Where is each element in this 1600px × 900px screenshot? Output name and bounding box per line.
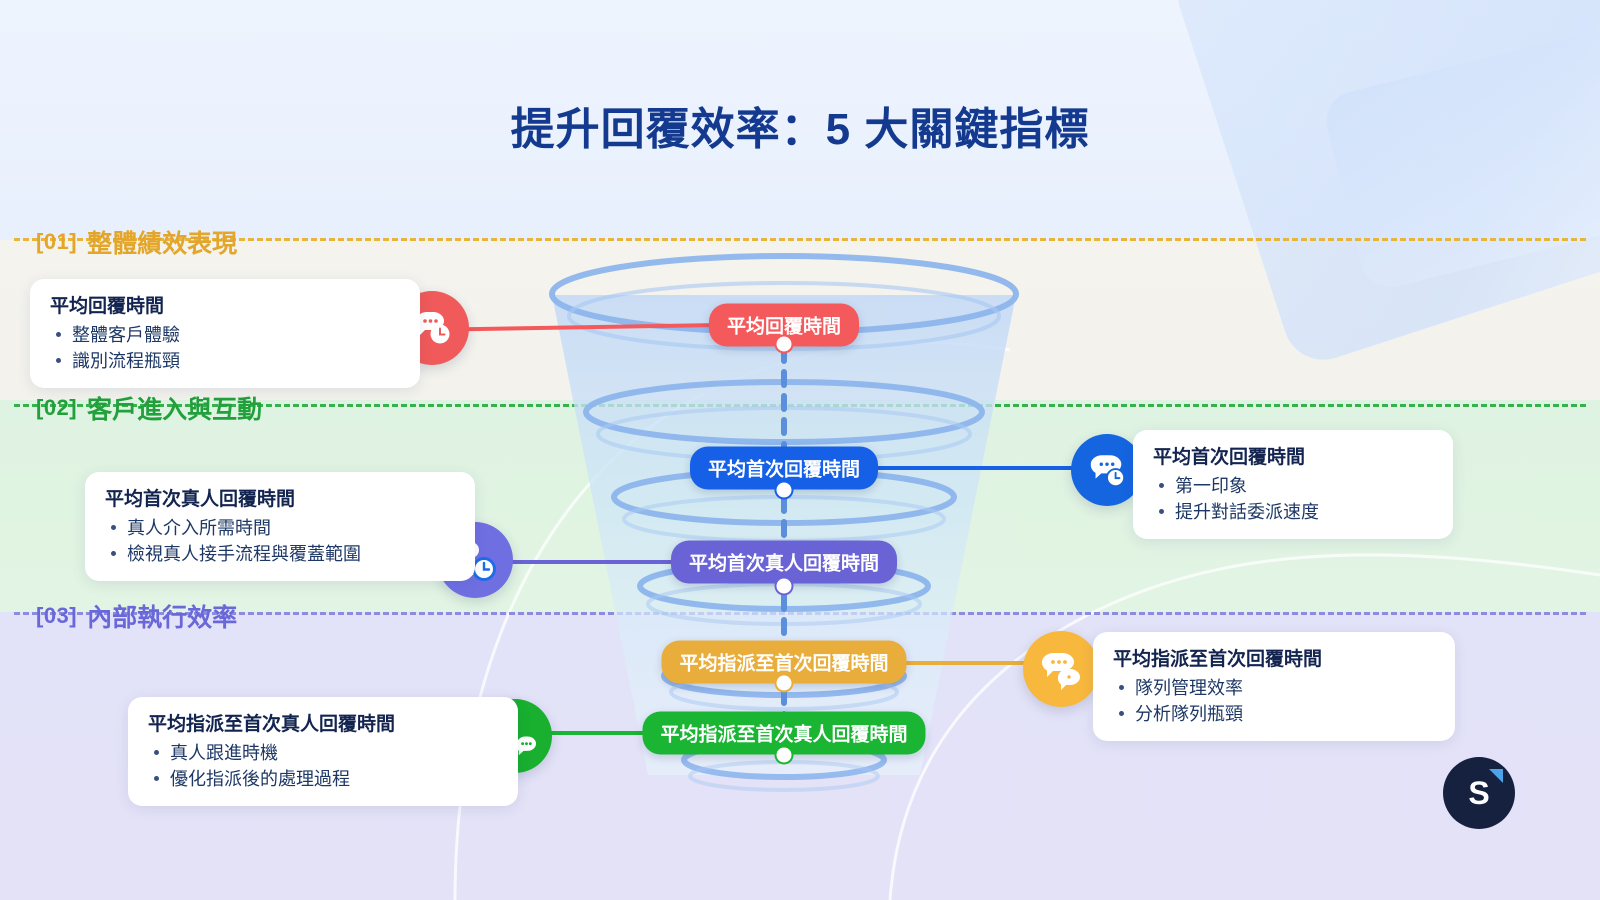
card-bullet: 真人跟進時機 <box>148 740 498 766</box>
section-title-02: 客戶進入與互動 <box>87 396 263 424</box>
section-title-01: 整體績效表現 <box>87 230 238 258</box>
metric-card-average-reply-time[interactable]: 平均回覆時間 整體客戶體驗 識別流程瓶頸 <box>30 279 420 389</box>
card-bullet: 分析隊列瓶頸 <box>1113 701 1435 727</box>
card-title: 平均回覆時間 <box>50 296 165 317</box>
section-divider-01 <box>14 238 1586 241</box>
funnel-stage-label-3[interactable]: 平均首次真人回覆時間 <box>670 540 898 584</box>
brand-letter: S <box>1468 774 1490 811</box>
section-number-01: [01] <box>36 229 78 254</box>
card-title: 平均首次回覆時間 <box>1153 447 1306 468</box>
card-bullet: 識別流程瓶頸 <box>50 348 400 374</box>
card-title: 平均指派至首次真人回覆時間 <box>148 714 396 735</box>
card-bullet: 第一印象 <box>1153 473 1433 499</box>
card-bullet-list: 真人介入所需時間 檢視真人接手流程與覆蓋範圍 <box>105 515 455 567</box>
metric-card-assign-to-first-reply[interactable]: 平均指派至首次回覆時間 隊列管理效率 分析隊列瓶頸 <box>1093 632 1455 742</box>
brand-logo-badge[interactable]: S <box>1443 757 1515 829</box>
card-bullet: 隊列管理效率 <box>1113 675 1435 701</box>
section-number-03: [03] <box>36 603 78 628</box>
funnel-node-dot-5 <box>776 747 792 763</box>
chat-bubble-clock-blue-glyph <box>1090 455 1126 488</box>
section-title-03: 內部執行效率 <box>87 604 238 632</box>
funnel-node-dot-3 <box>776 578 792 594</box>
chat-bubble-clock-glyph <box>415 312 450 344</box>
funnel-node-dot-4 <box>776 675 792 691</box>
metric-card-first-human-reply-time[interactable]: 平均首次真人回覆時間 真人介入所需時間 檢視真人接手流程與覆蓋範圍 <box>85 472 475 582</box>
funnel-node-dot-1 <box>776 336 792 352</box>
card-bullet: 真人介入所需時間 <box>105 515 455 541</box>
card-title: 平均指派至首次回覆時間 <box>1113 649 1323 670</box>
section-number-02: [02] <box>36 395 78 420</box>
metric-card-assign-to-first-human-reply[interactable]: 平均指派至首次真人回覆時間 真人跟進時機 優化指派後的處理過程 <box>128 697 518 807</box>
funnel-node-dot-2 <box>776 482 792 498</box>
card-bullet-list: 第一印象 提升對話委派速度 <box>1153 473 1433 525</box>
card-bullet: 優化指派後的處理過程 <box>148 766 498 792</box>
card-bullet-list: 整體客戶體驗 識別流程瓶頸 <box>50 322 400 374</box>
double-chat-bubble-glyph <box>1041 653 1080 690</box>
funnel-stage-label-5[interactable]: 平均指派至首次真人回覆時間 <box>642 711 926 755</box>
card-bullet: 檢視真人接手流程與覆蓋範圍 <box>105 541 455 567</box>
brand-triangle-icon <box>1489 769 1503 783</box>
double-chat-bubble-icon[interactable] <box>1023 631 1099 707</box>
card-bullet: 整體客戶體驗 <box>50 322 400 348</box>
section-header-03: [03] 內部執行效率 <box>36 598 237 634</box>
section-header-02: [02] 客戶進入與互動 <box>36 390 262 426</box>
page-title: 提升回覆效率：5 大關鍵指標 <box>510 105 1090 154</box>
chat-bubble-clock-blue-icon[interactable] <box>1071 434 1143 506</box>
metric-card-first-reply-time[interactable]: 平均首次回覆時間 第一印象 提升對話委派速度 <box>1133 430 1453 540</box>
card-title: 平均首次真人回覆時間 <box>105 489 296 510</box>
card-bullet-list: 隊列管理效率 分析隊列瓶頸 <box>1113 675 1435 727</box>
funnel-stage-label-2[interactable]: 平均首次回覆時間 <box>689 446 879 490</box>
card-bullet: 提升對話委派速度 <box>1153 499 1433 525</box>
card-bullet-list: 真人跟進時機 優化指派後的處理過程 <box>148 740 498 792</box>
section-header-01: [01] 整體績效表現 <box>36 224 237 260</box>
